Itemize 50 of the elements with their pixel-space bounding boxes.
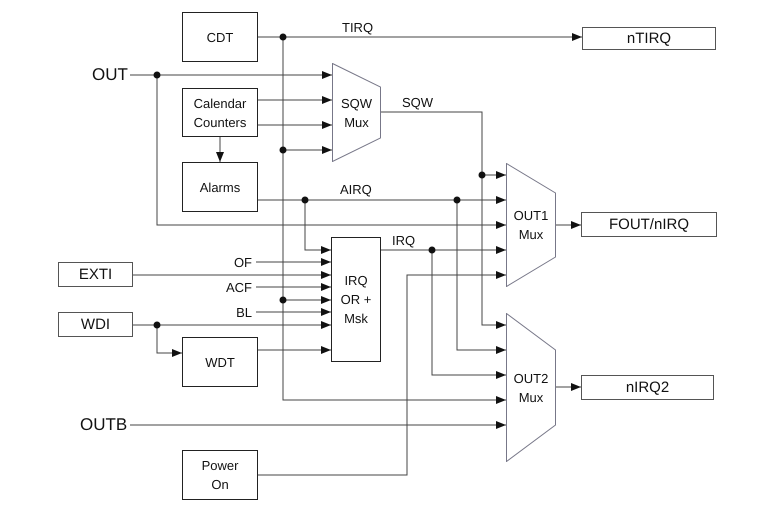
block-box xyxy=(182,12,258,62)
signal-arrow xyxy=(256,308,332,316)
signal-label: BL xyxy=(214,304,256,320)
signal-arrow xyxy=(258,96,332,104)
signal-label: ACF xyxy=(214,279,256,295)
edge-label: TIRQ xyxy=(340,20,376,35)
block-label: Alarms xyxy=(200,178,240,196)
signal-arrow xyxy=(256,258,332,266)
signal-arrow xyxy=(130,74,506,229)
signal-arrow xyxy=(256,283,332,291)
terminal-box xyxy=(58,262,133,287)
multiplexer-block xyxy=(332,63,381,162)
edge-label: SQW xyxy=(400,95,436,110)
terminal-box xyxy=(581,212,717,237)
signal-arrow xyxy=(130,421,506,429)
block-label: IRQ OR + Msk xyxy=(340,272,372,328)
block-label: Power On xyxy=(200,457,240,494)
multiplexer-block xyxy=(506,313,556,462)
signal-arrow xyxy=(556,383,582,391)
block-label: WDI xyxy=(80,316,110,333)
signal-arrow xyxy=(132,271,332,279)
block-box xyxy=(182,450,258,500)
block-box xyxy=(182,88,258,137)
terminal-box xyxy=(58,312,133,337)
block-label: FOUT/nIRQ xyxy=(608,216,689,233)
signal-arrow xyxy=(258,346,332,354)
multiplexer-label: OUT2 Mux xyxy=(512,370,550,406)
multiplexer-label: OUT1 Mux xyxy=(512,207,550,244)
multiplexer-label: SQW Mux xyxy=(340,94,374,132)
signal-label: OF xyxy=(214,254,256,270)
block-box xyxy=(182,337,258,387)
terminal-box xyxy=(582,27,716,50)
signal-label: OUTB xyxy=(80,415,130,435)
edge-label: IRQ xyxy=(390,233,418,248)
signal-arrow xyxy=(258,121,332,129)
signal-arrow xyxy=(556,221,582,229)
block-label: CDT xyxy=(206,28,234,46)
block-box xyxy=(331,237,381,362)
block-label: nTIRQ xyxy=(626,30,672,47)
block-label: nIRQ2 xyxy=(626,379,670,396)
multiplexer-block xyxy=(506,163,556,287)
block-label: EXTI xyxy=(78,266,112,283)
edge-label: AIRQ xyxy=(338,182,374,197)
signal-arrow xyxy=(258,271,506,476)
terminal-box xyxy=(581,375,714,400)
signal-arrow xyxy=(216,136,224,162)
block-label: Calendar Counters xyxy=(192,94,248,132)
signal-label: OUT xyxy=(92,65,130,85)
block-box xyxy=(182,162,258,212)
block-label: WDT xyxy=(205,354,235,372)
